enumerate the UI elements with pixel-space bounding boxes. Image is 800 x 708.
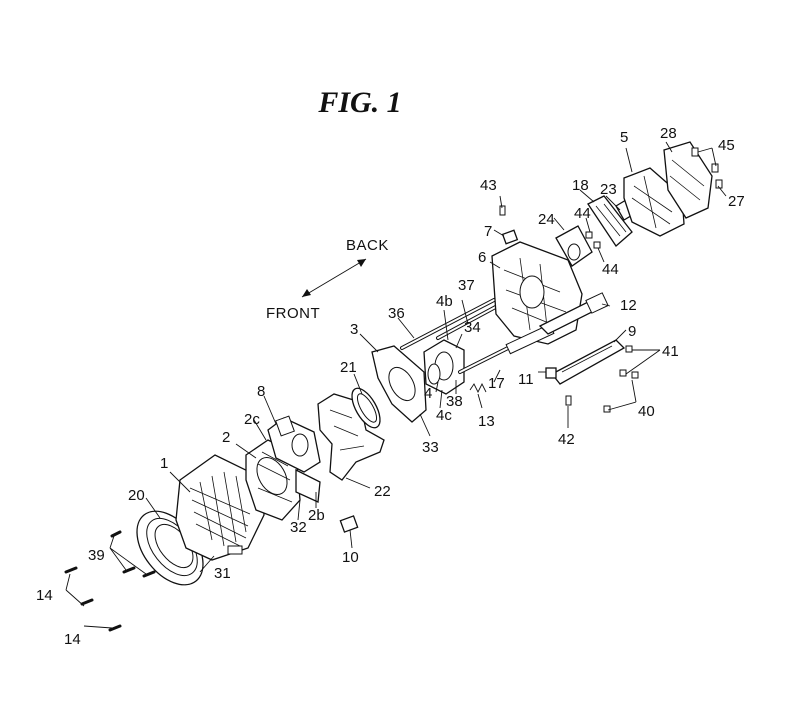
label-44-lower: 44	[602, 261, 619, 278]
label-21: 21	[340, 359, 357, 376]
part-9-rail	[551, 339, 626, 385]
part-27-screw	[715, 179, 723, 189]
label-37: 37	[458, 277, 475, 294]
label-40: 40	[638, 403, 655, 420]
label-31: 31	[214, 565, 231, 582]
part-4-cylinder-unit	[423, 339, 465, 395]
part-11-clip	[545, 367, 557, 379]
part-14-screws	[64, 566, 122, 632]
label-3: 3	[350, 321, 358, 338]
direction-front-label: FRONT	[266, 305, 320, 322]
label-23: 23	[600, 181, 617, 198]
label-2b: 2b	[308, 507, 325, 524]
label-8: 8	[257, 383, 265, 400]
part-12-rail	[538, 292, 609, 335]
label-43: 43	[480, 177, 497, 194]
label-5: 5	[620, 129, 628, 146]
part-41-screws	[619, 345, 633, 377]
part-43-screw	[499, 205, 506, 216]
part-8-motor-assembly	[267, 415, 321, 503]
figure-title: FIG. 1	[318, 86, 402, 119]
label-39: 39	[88, 547, 105, 564]
part-13-spring	[469, 382, 487, 394]
label-34: 34	[464, 319, 481, 336]
label-20: 20	[128, 487, 145, 504]
label-18: 18	[572, 177, 589, 194]
direction-back-label: BACK	[346, 237, 389, 254]
label-10: 10	[342, 549, 359, 566]
part-1-front-housing	[175, 454, 265, 561]
label-27: 27	[728, 193, 745, 210]
part-3-plate	[371, 345, 427, 423]
label-13: 13	[478, 413, 495, 430]
label-28: 28	[660, 125, 677, 142]
part-21-ring	[351, 387, 381, 429]
label-6: 6	[478, 249, 486, 266]
label-36: 36	[388, 305, 405, 322]
label-12: 12	[620, 297, 637, 314]
label-4b: 4b	[436, 293, 453, 310]
part-24-component	[555, 225, 593, 267]
label-4: 4	[424, 385, 432, 402]
label-17: 17	[488, 375, 505, 392]
part-44-screws	[585, 231, 601, 249]
rod-36	[400, 298, 496, 350]
label-22: 22	[374, 483, 391, 500]
label-4c: 4c	[436, 407, 452, 424]
label-2c: 2c	[244, 411, 260, 428]
part-18-plate	[587, 195, 633, 247]
label-32: 32	[290, 519, 307, 536]
part-7-nut	[501, 229, 519, 245]
label-14-lower: 14	[64, 631, 81, 648]
label-2: 2	[222, 429, 230, 446]
label-9: 9	[628, 323, 636, 340]
part-42-screw	[565, 395, 572, 406]
leader-lines	[65, 141, 727, 629]
label-38: 38	[446, 393, 463, 410]
label-41: 41	[662, 343, 679, 360]
label-44-upper: 44	[574, 205, 591, 222]
part-28-rear-cover	[663, 141, 713, 219]
part-39-screws	[110, 530, 156, 578]
label-1: 1	[160, 455, 168, 472]
part-10-block	[339, 515, 359, 533]
label-7: 7	[484, 223, 492, 240]
label-24: 24	[538, 211, 555, 228]
label-33: 33	[422, 439, 439, 456]
label-11: 11	[518, 371, 534, 388]
label-42: 42	[558, 431, 575, 448]
label-14-upper: 14	[36, 587, 53, 604]
direction-arrow	[301, 258, 367, 298]
label-45: 45	[718, 137, 735, 154]
